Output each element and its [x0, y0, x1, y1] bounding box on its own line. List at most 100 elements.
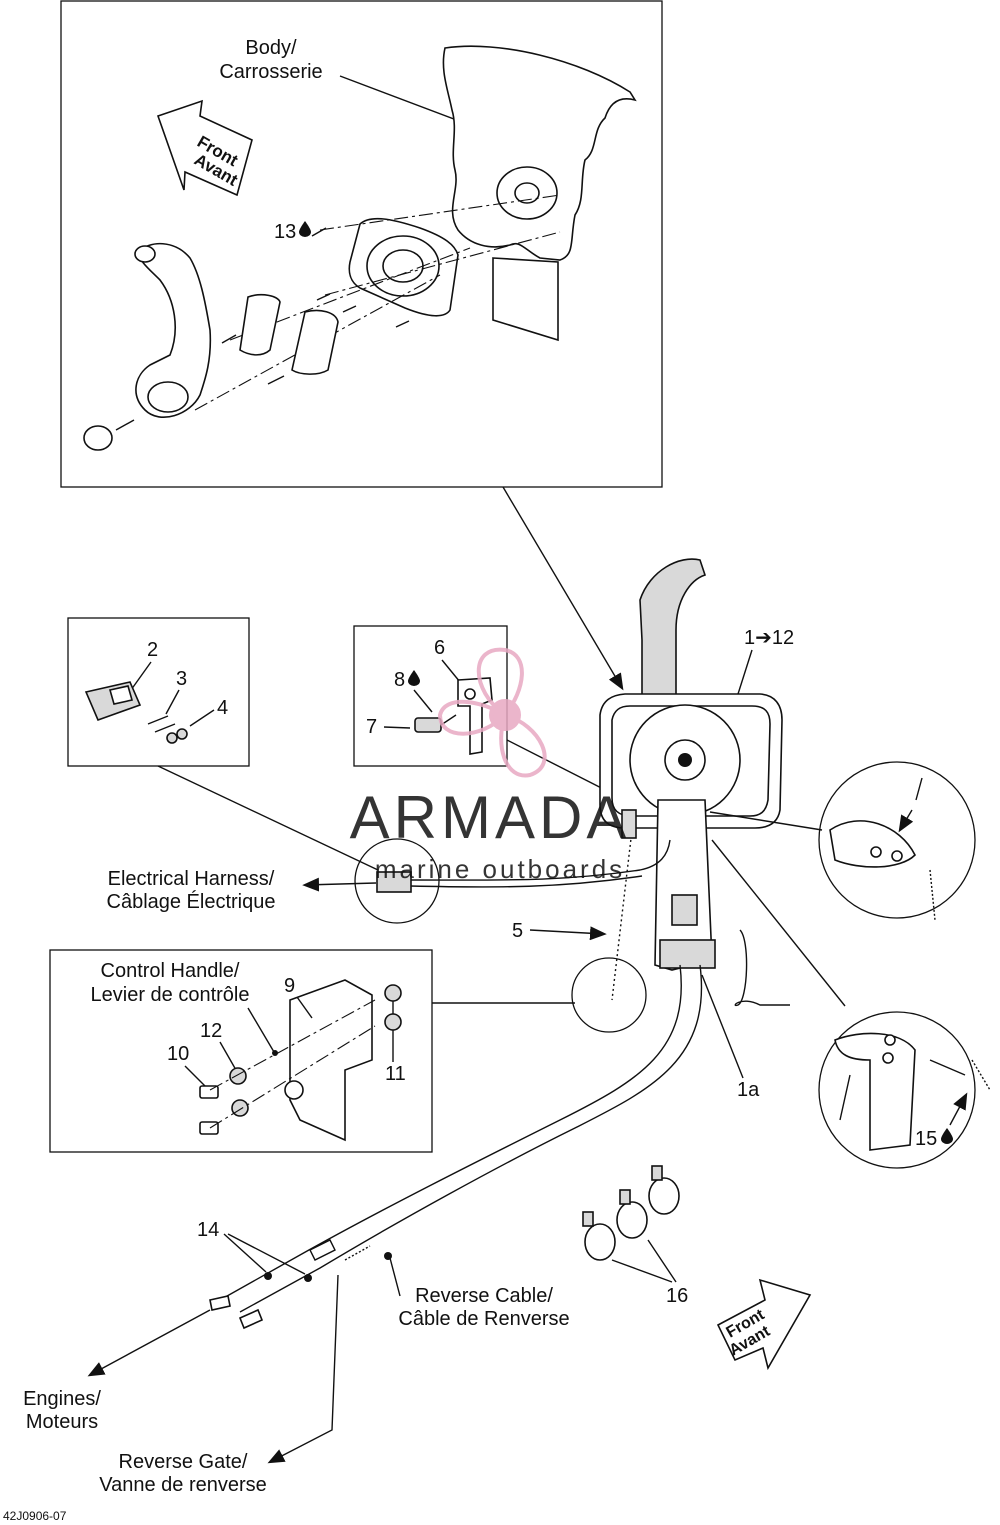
- control-cables: [209, 964, 703, 1330]
- part-15-leader: [949, 1092, 968, 1126]
- watermark-tagline: marine outboards: [375, 854, 625, 884]
- spring-callout-circle: [571, 957, 647, 1033]
- switch-bracket: [457, 677, 493, 755]
- diagram-code: 42J0906-07: [3, 1509, 67, 1523]
- part-12-label: 12: [200, 1020, 222, 1042]
- harness-callout-circle: [354, 838, 440, 924]
- part-16-leader-1: [611, 1259, 673, 1283]
- electrical-harness-wire: [376, 839, 671, 893]
- connector-part: [84, 681, 142, 722]
- control-handle-leader-dot: [272, 1050, 278, 1056]
- connector-box-leader: [157, 765, 379, 871]
- body-label-line2: Carrosserie: [219, 61, 322, 83]
- control-handle-detail-box: [49, 949, 433, 1153]
- part-12-leader: [219, 1041, 237, 1071]
- part-11-label: 11: [385, 1063, 406, 1085]
- drop-icon: [299, 221, 311, 237]
- control-handle-label-line1: Control Handle/: [101, 960, 240, 982]
- part-4-label: 4: [217, 697, 228, 719]
- part-5-leader: [529, 926, 607, 941]
- electrical-harness-label-line2: Câblage Électrique: [107, 890, 276, 913]
- drop-icon-15: [941, 1128, 953, 1144]
- part-2-leader: [130, 661, 152, 691]
- part-8-leader: [413, 689, 433, 713]
- cable-end-detail-1: [829, 777, 936, 921]
- reverse-gate-label-line1: Reverse Gate/: [119, 1451, 248, 1473]
- reverse-cable-label-line2: Câble de Renverse: [398, 1308, 569, 1330]
- propeller-icon: [437, 647, 547, 778]
- fasteners-10-12: [199, 984, 402, 1135]
- part-7-label: 7: [366, 716, 377, 738]
- assembly-axis-3: [229, 247, 471, 341]
- spring-5: [611, 809, 637, 1001]
- body-shell: [442, 45, 637, 342]
- part-4-leader: [189, 709, 215, 727]
- body-detail-box: [60, 0, 663, 488]
- part-3-leader: [165, 689, 180, 715]
- part-13-label: 13: [274, 221, 296, 243]
- terminal-pins: [147, 715, 188, 744]
- engines-label-line2: Moteurs: [26, 1411, 98, 1433]
- bezel-plate: [348, 217, 459, 317]
- armada-watermark: ARMADA marine outboards: [350, 647, 631, 884]
- part-16-label: 16: [666, 1285, 688, 1307]
- part-5-label: 5: [512, 920, 523, 942]
- part-1a-leader: [701, 974, 744, 1079]
- handle-axis-1: [209, 999, 376, 1091]
- reverse-gate-label-line2: Vanne de renverse: [99, 1474, 267, 1496]
- screw-13: [311, 227, 327, 237]
- part-1a-label: 1a: [737, 1079, 760, 1101]
- part-14-leader-2: [227, 1233, 306, 1275]
- part-16-leader-2: [647, 1239, 677, 1283]
- cable-callout-leader-1: [709, 811, 823, 831]
- electrical-harness-label-line1: Electrical Harness/: [108, 868, 275, 890]
- screw-set-top: [115, 293, 410, 431]
- assembly-axis-2: [324, 231, 561, 296]
- assembly-axis-4: [194, 274, 441, 411]
- switch-detail-box: [353, 625, 508, 767]
- part-10-label: 10: [167, 1043, 189, 1065]
- part-9-leader: [296, 996, 313, 1019]
- part-10-leader: [184, 1065, 208, 1089]
- part-6-label: 6: [434, 637, 445, 659]
- part-8-label: 8: [394, 669, 405, 691]
- drop-icon-8: [408, 670, 420, 686]
- body-label-line1: Body/: [245, 37, 297, 59]
- handle-top: [134, 242, 212, 419]
- bracket-9: [284, 979, 373, 1142]
- watermark-brand: ARMADA: [350, 784, 631, 851]
- cable-callout-leader-2: [711, 839, 846, 1007]
- side-covers-top: [239, 294, 339, 375]
- reverse-gate-arrow: [267, 1274, 339, 1464]
- part-1-12-label: 1➔12: [744, 627, 794, 649]
- cable-end-detail-2: [834, 1032, 991, 1151]
- part-9-label: 9: [284, 975, 295, 997]
- part-7-leader: [383, 726, 411, 729]
- cotter-pin: [734, 929, 790, 1007]
- part-2-label: 2: [147, 639, 158, 661]
- part-14-label: 14: [197, 1219, 219, 1241]
- cable-end-callout-circle: [818, 761, 976, 919]
- control-handle-leader: [247, 1007, 275, 1053]
- front-arrow-bottom: Front Avant: [716, 1278, 812, 1371]
- front-arrow-top: Front Avant: [156, 99, 253, 197]
- electrical-harness-arrow: [302, 877, 377, 892]
- part-1-12-leader: [737, 649, 753, 695]
- part-15-label: 15: [915, 1128, 937, 1150]
- cable-end-callout-circle-2: [818, 1011, 976, 1169]
- reverse-cable-label-line1: Reverse Cable/: [415, 1285, 553, 1307]
- engines-arrow: [87, 1309, 211, 1377]
- assembly-axis-1: [319, 194, 561, 231]
- end-cap: [83, 425, 113, 451]
- detail-leader-line: [502, 486, 624, 691]
- handle-axis-2: [209, 1025, 376, 1129]
- part-3-label: 3: [176, 668, 187, 690]
- part-6-leader: [441, 659, 461, 683]
- reverse-cable-leader: [389, 1257, 401, 1297]
- main-control-assembly: [599, 558, 783, 971]
- cable-ties-16: [582, 1165, 680, 1261]
- part-14-leader-1: [223, 1233, 267, 1273]
- engines-label-line1: Engines/: [23, 1388, 101, 1410]
- control-handle-label-line2: Levier de contrôle: [91, 984, 250, 1006]
